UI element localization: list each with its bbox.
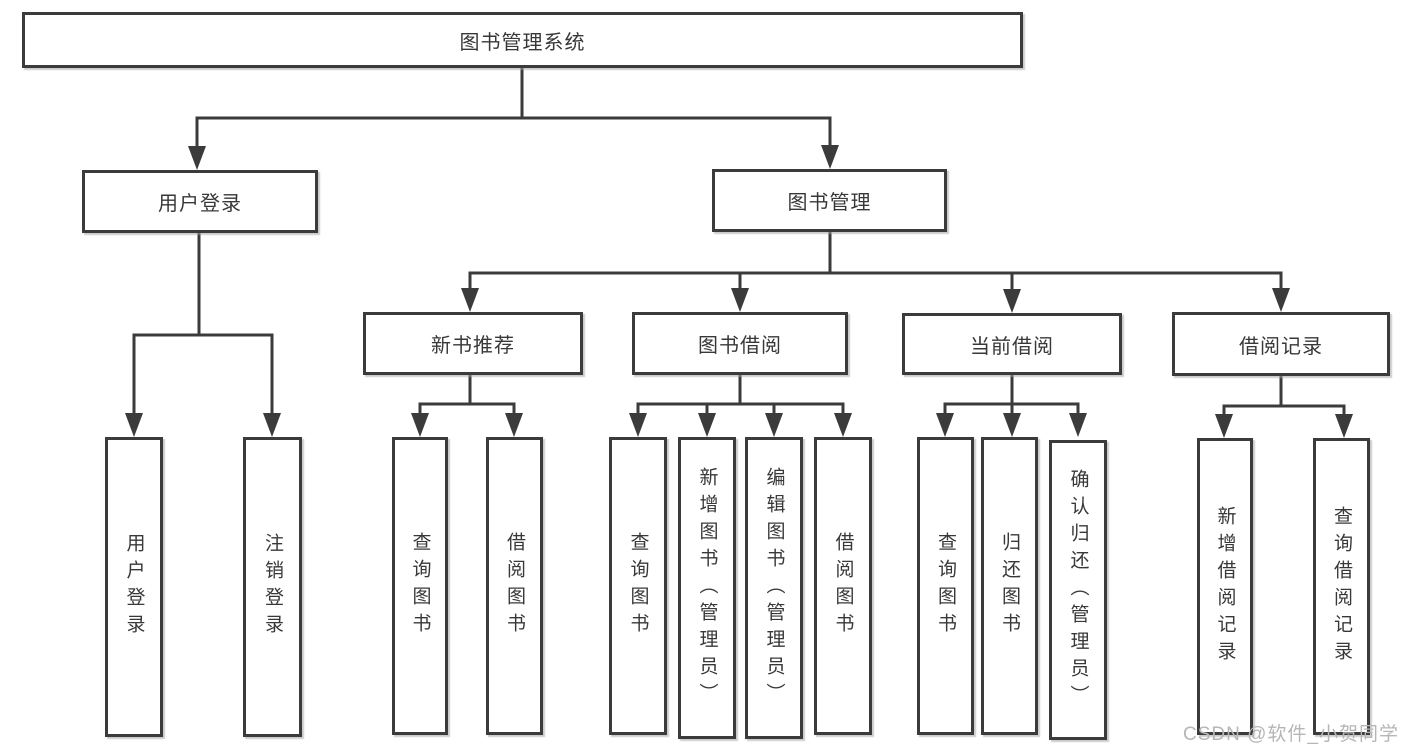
node-book-borrow-label: 图书借阅 bbox=[698, 335, 782, 357]
node-current-confirm-return-label: 确认归还（管理员） bbox=[1067, 468, 1089, 712]
connector-book-mgmt-to-level3 bbox=[461, 232, 1290, 313]
node-root-label: 图书管理系统 bbox=[459, 31, 586, 54]
node-book-mgmt-label: 图书管理 bbox=[787, 192, 872, 214]
node-newrec-query-books-label: 查询图书 bbox=[409, 532, 431, 640]
connector-current-borrow-to-leaves bbox=[936, 375, 1087, 437]
node-book-mgmt: 图书管理 bbox=[712, 169, 947, 232]
node-logout-action: 注销登录 bbox=[243, 437, 302, 737]
connector-book-borrow-to-leaves bbox=[629, 375, 852, 437]
node-newrec-query-books: 查询图书 bbox=[392, 437, 448, 735]
node-borrow-borrow-books-label: 借阅图书 bbox=[832, 532, 854, 640]
node-borrow-edit-books-label: 编辑图书（管理员） bbox=[763, 466, 785, 710]
node-borrow-add-books: 新增图书（管理员） bbox=[678, 437, 736, 739]
node-current-return-books-label: 归还图书 bbox=[999, 532, 1020, 640]
node-records-add-record: 新增借阅记录 bbox=[1197, 438, 1253, 735]
node-book-borrow: 图书借阅 bbox=[632, 312, 848, 375]
node-borrow-records: 借阅记录 bbox=[1172, 312, 1390, 376]
watermark: CSDN @软件_小贺同学 bbox=[1183, 724, 1399, 745]
node-borrow-borrow-books: 借阅图书 bbox=[814, 437, 872, 735]
node-current-confirm-return: 确认归还（管理员） bbox=[1049, 440, 1107, 740]
node-current-return-books: 归还图书 bbox=[981, 437, 1038, 735]
node-user-login: 用户登录 bbox=[82, 170, 318, 233]
node-logout-action-label: 注销登录 bbox=[262, 533, 283, 641]
node-user-login-action-label: 用户登录 bbox=[123, 533, 145, 641]
connector-borrow-records-to-leaves bbox=[1215, 376, 1353, 438]
connector-new-rec-to-leaves bbox=[411, 375, 523, 437]
node-borrow-query-books: 查询图书 bbox=[609, 437, 667, 735]
node-borrow-query-books-label: 查询图书 bbox=[627, 532, 649, 640]
node-root: 图书管理系统 bbox=[22, 12, 1023, 68]
node-records-query-record: 查询借阅记录 bbox=[1313, 438, 1370, 735]
node-borrow-add-books-label: 新增图书（管理员） bbox=[696, 466, 718, 710]
node-current-borrow: 当前借阅 bbox=[902, 313, 1122, 375]
node-current-query-books: 查询图书 bbox=[917, 437, 974, 735]
node-newrec-borrow-books-label: 借阅图书 bbox=[504, 532, 525, 640]
node-borrow-edit-books: 编辑图书（管理员） bbox=[745, 437, 803, 739]
node-current-query-books-label: 查询图书 bbox=[935, 532, 956, 640]
node-new-book-rec-label: 新书推荐 bbox=[431, 335, 515, 357]
node-borrow-records-label: 借阅记录 bbox=[1239, 335, 1323, 358]
node-records-query-record-label: 查询借阅记录 bbox=[1331, 505, 1352, 668]
node-records-add-record-label: 新增借阅记录 bbox=[1214, 505, 1236, 668]
node-user-login-label: 用户登录 bbox=[158, 193, 242, 215]
node-user-login-action: 用户登录 bbox=[105, 437, 163, 737]
connector-user-login-to-leaves bbox=[125, 233, 281, 437]
connector-root-to-level2 bbox=[188, 68, 839, 170]
node-new-book-rec: 新书推荐 bbox=[363, 312, 583, 375]
node-newrec-borrow-books: 借阅图书 bbox=[486, 437, 543, 735]
node-current-borrow-label: 当前借阅 bbox=[970, 335, 1054, 358]
